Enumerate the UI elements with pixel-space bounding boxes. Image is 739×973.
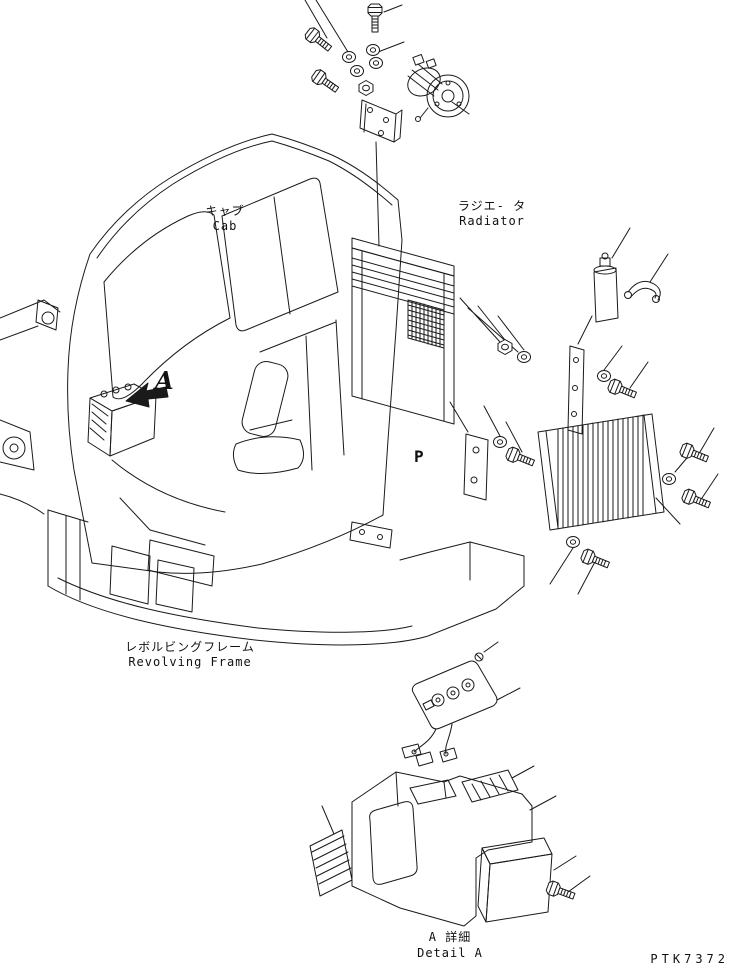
- label-detail-a-jp: A 詳細: [428, 930, 472, 944]
- view-a-marker: A: [155, 366, 174, 395]
- detail-a-control-panel: [411, 652, 498, 730]
- label-radiator-jp: ラジエ- タ: [457, 199, 527, 213]
- cab-linework: [67, 133, 403, 574]
- mounting-bracket-right: [567, 345, 585, 435]
- condenser: [537, 413, 665, 531]
- cab-interior: [111, 319, 345, 546]
- label-revolving-frame-en: Revolving Frame: [128, 655, 252, 669]
- detail-a-lower-box: [477, 837, 577, 923]
- revolving-frame-linework: [47, 509, 525, 646]
- view-direction-arrow-icon: [125, 382, 169, 408]
- detail-a-wiring-harness: [401, 723, 458, 767]
- mounting-bracket-left: [463, 433, 489, 501]
- label-cab-jp: キャブ: [205, 204, 245, 218]
- compressor-assembly: [359, 54, 470, 143]
- radiator-linework: [351, 237, 455, 425]
- label-radiator-en: Radiator: [459, 214, 525, 228]
- machine-body-fragments: [0, 299, 61, 515]
- detail-a-duct-body: [351, 771, 533, 927]
- label-revolving-frame-jp: レボルビングフレーム: [125, 640, 255, 654]
- label-cab-en: Cab: [212, 219, 238, 233]
- label-detail-a-en: Detail A: [417, 946, 483, 960]
- drawing-number: PTK7372: [650, 952, 729, 966]
- detail-a-grille: [309, 829, 353, 897]
- leader-lines-main: [304, 0, 719, 595]
- detail-a-louver: [461, 769, 519, 803]
- position-p-marker: P: [414, 447, 424, 466]
- receiver-drier: [593, 252, 619, 323]
- leader-lines-detail: [321, 641, 591, 893]
- refrigerant-hose: [624, 280, 661, 303]
